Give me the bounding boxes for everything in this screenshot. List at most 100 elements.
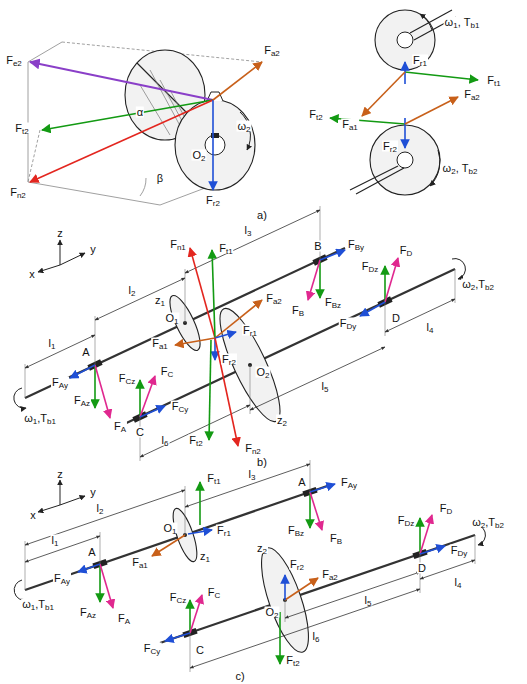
symbol-main: b) <box>257 456 267 468</box>
force-label: A <box>81 347 90 358</box>
symbol-index: D <box>406 249 412 258</box>
label-anchor: FD <box>439 503 454 514</box>
dimension-lines <box>185 486 186 535</box>
force-label: D <box>391 313 401 324</box>
force-label: z <box>56 228 64 239</box>
label-anchor: Fa2 <box>263 45 281 56</box>
symbol-index: 2 <box>481 521 485 530</box>
force-label: Ft2 <box>14 123 29 134</box>
symbol-index: Cz <box>125 377 135 386</box>
force-label: α <box>136 107 144 118</box>
force-label: O1 <box>164 313 179 324</box>
mesh-forces-b <box>209 340 211 440</box>
label-anchor: ω1,Tb1 <box>21 599 55 610</box>
symbol-index: t2 <box>293 659 300 668</box>
force-label: y <box>89 487 97 498</box>
label-anchor: l1 <box>51 535 60 546</box>
symbol-main: F <box>330 532 337 544</box>
label-anchor: Fa1 <box>131 557 149 568</box>
symbol-main: z <box>277 414 283 426</box>
force-label: FD <box>399 245 414 256</box>
force-label: z1 <box>154 295 166 306</box>
symbol-index: t1 <box>494 79 501 88</box>
symbol-index: t2 <box>316 113 323 122</box>
symbol-index: 2 <box>471 283 475 292</box>
symbol-main: O <box>265 606 274 618</box>
force-label: ω1,Tb1 <box>21 599 55 610</box>
label-anchor: O1 <box>162 523 177 534</box>
label-anchor: Fa2 <box>321 569 339 580</box>
label-anchor: Fr1 <box>216 525 232 536</box>
symbol-main: x <box>30 509 36 521</box>
symbol-index: t1 <box>226 247 233 256</box>
symbol-index: 5 <box>367 599 371 608</box>
label-anchor: Fr1 <box>412 55 428 66</box>
mesh-forces-c <box>285 578 318 600</box>
symbol-main: F <box>383 140 390 152</box>
symbol-index: Bz <box>332 301 341 310</box>
force-label: FDz <box>397 515 416 526</box>
symbol-index: 2 <box>283 419 287 428</box>
label-anchor: y <box>89 487 97 498</box>
reaction-forces-b <box>308 260 320 300</box>
symbol-main: F <box>464 88 471 100</box>
symbol-index: a2 <box>329 573 338 582</box>
force-label: FAz <box>79 607 97 618</box>
symbol-index: a2 <box>471 93 480 102</box>
force-vectors-sketch <box>404 118 406 148</box>
construction-lines <box>28 42 262 205</box>
mesh-forces-c <box>284 575 286 600</box>
dimension-lines <box>320 206 321 260</box>
mesh-forces-b <box>215 332 236 338</box>
reaction-forces-b <box>140 406 165 417</box>
symbol-index: b1 <box>471 21 480 30</box>
force-label: FB <box>291 305 305 316</box>
label-anchor: l3 <box>248 469 257 480</box>
force-label: y <box>89 244 97 255</box>
symbol-index: Dz <box>404 519 414 528</box>
symbol-main: A <box>298 476 305 488</box>
symbol-index: 2 <box>246 125 250 134</box>
force-vectors-sketch <box>362 72 405 116</box>
force-label: Fr1 <box>412 55 428 66</box>
force-label: ω2 <box>236 121 251 132</box>
mesh-forces-b <box>190 248 215 338</box>
symbol-index: B <box>337 537 342 546</box>
dimension-lines <box>190 633 191 672</box>
label-anchor: z <box>56 469 64 480</box>
symbol-main: F <box>286 654 293 666</box>
symbol-main: F <box>217 524 224 536</box>
force-label: Fn2 <box>9 187 27 198</box>
axis-triad <box>38 265 60 272</box>
dimension-lines <box>455 269 456 303</box>
symbol-index: Dz <box>368 265 378 274</box>
symbol-main: z <box>155 294 161 306</box>
force-label: l2 <box>96 503 105 514</box>
label-anchor: Ft1 <box>486 75 501 86</box>
symbol-index: 1 <box>31 603 35 612</box>
symbol-index: 1 <box>54 539 58 548</box>
force-label: Ft1 <box>206 473 221 484</box>
mesh-forces-b <box>175 248 262 446</box>
force-label: O2 <box>191 150 206 161</box>
symbol-index: r2 <box>213 199 220 208</box>
symbol-index: 2 <box>265 371 269 380</box>
label-anchor: FAz <box>79 607 97 618</box>
label-anchor: y <box>89 244 97 255</box>
reaction-forces-b <box>95 365 110 418</box>
dimension-lines <box>95 316 96 365</box>
force-label: FD <box>439 503 454 514</box>
label-anchor: l5 <box>321 381 330 392</box>
symbol-main: ω <box>443 162 452 174</box>
symbol-index: r2 <box>297 563 304 572</box>
force-label: Fn2 <box>244 443 262 454</box>
dimension-lines <box>285 600 286 622</box>
dimension-lines <box>285 572 420 618</box>
symbol-main: F <box>10 186 17 198</box>
label-anchor: l2 <box>96 503 105 514</box>
symbol-main: F <box>74 394 81 406</box>
force-label: Fr2 <box>205 195 221 206</box>
symbol-main: F <box>325 296 332 308</box>
label-anchor: Ft1 <box>218 243 233 254</box>
